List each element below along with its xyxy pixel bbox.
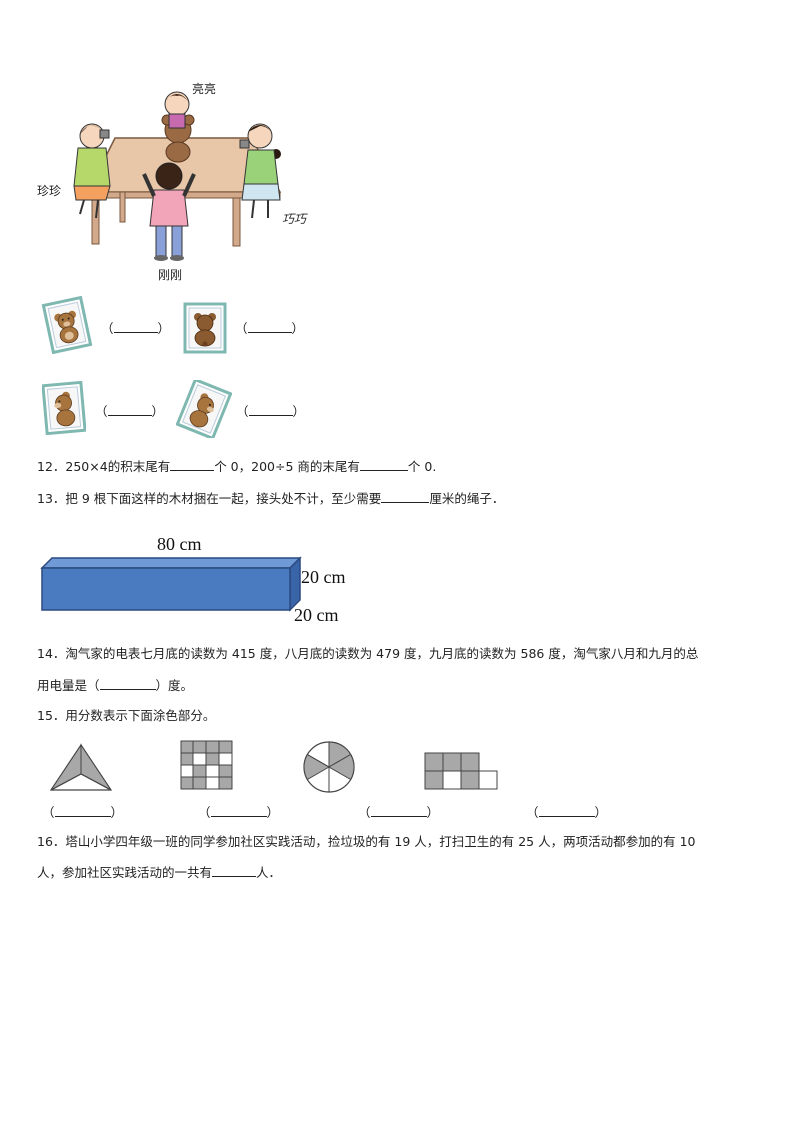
paren-open: （ [101, 321, 114, 336]
q14-text-b: ）度。 [155, 678, 194, 693]
q16-text-a: 人，参加社区实践活动的一共有 [37, 865, 213, 880]
q13-blank[interactable] [381, 490, 430, 503]
shape-grid [180, 740, 234, 790]
wooden-beam-figure [38, 556, 302, 614]
paren-close: ） [291, 321, 305, 336]
children-table-bear-drawing [73, 91, 282, 261]
paren-open: （ [526, 805, 539, 820]
blank-line [210, 804, 267, 817]
paren-close: ） [157, 321, 171, 336]
question-14-line-1: 14．淘气家的电表七月底的读数为 415 度，八月底的读数为 479 度，九月底… [37, 646, 699, 661]
beam-height-label: 20 cm [301, 567, 346, 587]
answer-blank-blocks[interactable]: （） [526, 802, 607, 821]
paren-close: ） [110, 805, 124, 820]
paren-close: ） [426, 805, 440, 820]
question-13: 13．把 9 根下面这样的木材捆在一起，接头处不计，至少需要 厘米的绳子． [37, 490, 504, 507]
q16-text-b: 人． [256, 865, 282, 880]
photo-bear-left-side [41, 380, 87, 436]
paren-open: （ [42, 805, 55, 820]
name-label-qiaoqiao: 巧巧 [282, 212, 307, 226]
bear-left-side-photo-image [41, 380, 87, 436]
question-16-line-1: 16．塔山小学四年级一班的同学参加社区实践活动，捡垃圾的有 19 人，打扫卫生的… [37, 834, 696, 849]
triangle-diagram [49, 743, 113, 791]
paren-close: ） [594, 805, 608, 820]
blank-line [113, 320, 158, 333]
bear-right-side-photo-image [175, 377, 233, 441]
q14-blank[interactable] [99, 677, 156, 690]
question-14-line-2: 用电量是（ ）度。 [37, 677, 193, 694]
shape-circle [302, 740, 356, 794]
blank-line [538, 804, 595, 817]
q12-blank-1[interactable] [170, 458, 215, 471]
name-label-zhenzhen: 珍珍 [37, 184, 62, 198]
name-label-liangliang: 亮亮 [192, 82, 217, 96]
paren-close: ） [292, 404, 306, 419]
paren-open: （ [236, 404, 249, 419]
answer-blank-photo-4[interactable]: （） [236, 401, 305, 420]
q13-text-b: 厘米的绳子． [429, 491, 505, 506]
beam-depth-label: 20 cm [294, 605, 339, 625]
q14-text-a: 用电量是（ [37, 678, 100, 693]
shape-blocks [424, 752, 502, 792]
beam-length-label: 80 cm [157, 534, 202, 554]
circle-diagram [303, 741, 355, 793]
bear-back-photo-image [183, 302, 227, 354]
bear-front-photo-image [41, 295, 93, 355]
answer-blank-photo-2[interactable]: （） [235, 318, 304, 337]
paren-open: （ [198, 805, 211, 820]
paren-close: ） [151, 404, 165, 419]
answer-blank-photo-1[interactable]: （） [101, 318, 170, 337]
grid-diagram [180, 740, 233, 790]
q12-text-c: 个 0. [407, 459, 437, 474]
blank-line [247, 320, 292, 333]
question-12: 12．250×4的积末尾有 个 0，200÷5 商的末尾有 个 0. [37, 458, 436, 475]
q13-text-a: 13．把 9 根下面这样的木材捆在一起，接头处不计，至少需要 [37, 491, 382, 506]
q12-blank-2[interactable] [359, 458, 408, 471]
paren-close: ） [266, 805, 280, 820]
blank-line [107, 403, 152, 416]
wooden-beam-drawing [40, 556, 302, 612]
shape-triangle [48, 742, 114, 794]
blocks-diagram [424, 752, 498, 790]
blank-line [54, 804, 111, 817]
blank-line [248, 403, 293, 416]
question-16-line-2: 人，参加社区实践活动的一共有 人． [37, 864, 281, 881]
q16-blank[interactable] [212, 864, 257, 877]
paren-open: （ [358, 805, 371, 820]
name-label-ganggang: 刚刚 [158, 268, 183, 282]
paren-open: （ [235, 321, 248, 336]
question-15: 15．用分数表示下面涂色部分。 [37, 708, 216, 723]
paren-open: （ [95, 404, 108, 419]
q12-text-a: 12．250×4的积末尾有 [37, 459, 171, 474]
scene-illustration [30, 78, 320, 284]
answer-blank-grid[interactable]: （） [198, 802, 279, 821]
photo-bear-back [183, 302, 227, 354]
answer-blank-photo-3[interactable]: （） [95, 401, 164, 420]
blank-line [370, 804, 427, 817]
photo-bear-front [40, 295, 94, 355]
answer-blank-circle[interactable]: （） [358, 802, 439, 821]
photo-bear-right-side [175, 377, 233, 441]
q12-text-b: 个 0，200÷5 商的末尾有 [214, 459, 360, 474]
answer-blank-triangle[interactable]: （） [42, 802, 123, 821]
